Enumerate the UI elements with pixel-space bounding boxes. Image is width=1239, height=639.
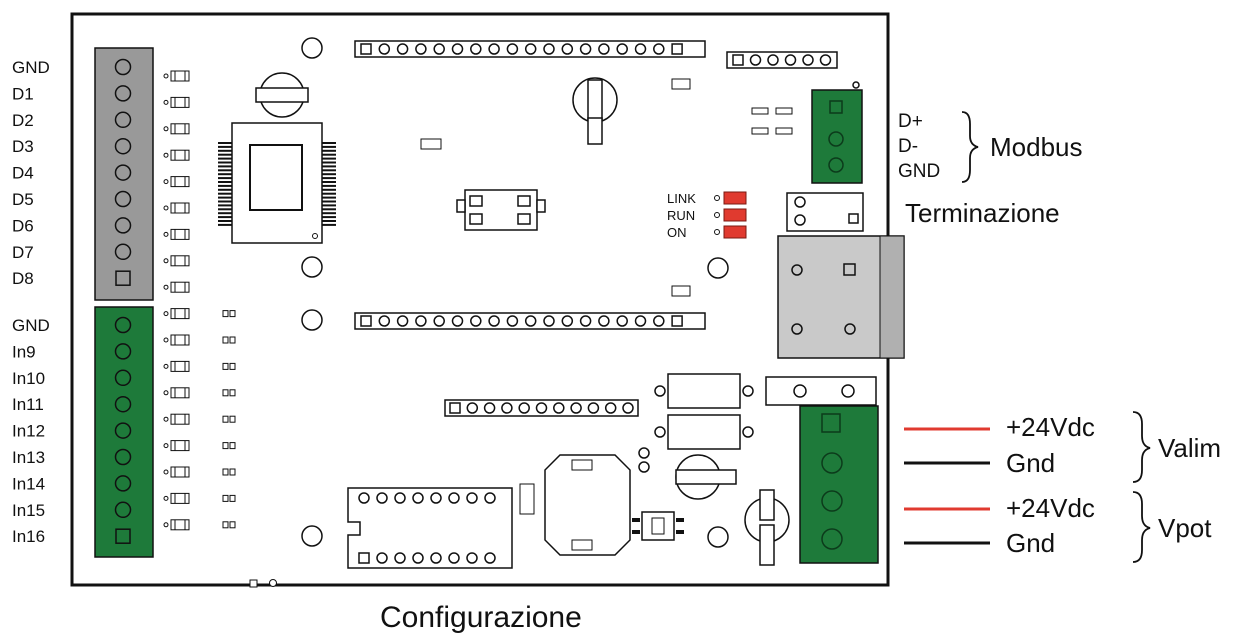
header-top-small — [726, 51, 838, 69]
capacitor-2 — [572, 77, 618, 145]
power-wire-label-0: +24Vdc — [1006, 412, 1095, 442]
dout-terminal-7 — [114, 243, 132, 261]
termination-label: Terminazione — [905, 198, 1060, 228]
dout-pin-label-1: D1 — [12, 84, 34, 103]
din-terminal-8 — [115, 528, 131, 544]
din-pin-label-0: GND — [12, 316, 50, 335]
small-ic — [632, 511, 684, 541]
led-pad-2 — [714, 229, 720, 235]
dout-pin-label-4: D4 — [12, 164, 34, 183]
dout-terminal-2 — [114, 111, 132, 129]
dout-terminal-8 — [115, 270, 131, 286]
misc-smd — [249, 78, 793, 588]
header-top — [354, 40, 706, 58]
led-label-1: RUN — [667, 208, 695, 223]
din-pin-label-1: In9 — [12, 342, 36, 361]
din-pin-label-5: In13 — [12, 448, 45, 467]
din-pin-label-6: In14 — [12, 474, 45, 493]
led-label-2: ON — [667, 225, 687, 240]
din-terminal-3 — [114, 395, 132, 413]
dout-terminal-0 — [114, 58, 132, 76]
dout-pin-label-7: D7 — [12, 243, 34, 262]
modbus-pin-label-1: D- — [898, 136, 918, 157]
modbus-connector — [811, 89, 863, 184]
din-pin-label-4: In12 — [12, 422, 45, 441]
dout-pin-label-0: GND — [12, 58, 50, 77]
dout-pin-label-6: D6 — [12, 216, 34, 235]
power-wire-label-3: Gnd — [1006, 528, 1055, 558]
dout-terminal-4 — [114, 164, 132, 181]
din-pin-label-7: In15 — [12, 501, 45, 520]
dout-pin-label-8: D8 — [12, 269, 34, 288]
dout-terminal-3 — [114, 137, 132, 155]
led-label-0: LINK — [667, 191, 696, 206]
led-0 — [723, 191, 747, 205]
valim-brace — [1132, 411, 1151, 483]
vpot-label: Vpot — [1158, 513, 1212, 543]
digital-input-connector — [94, 306, 154, 558]
din-terminal-1 — [114, 343, 132, 360]
led-1 — [723, 208, 747, 222]
main-chip — [218, 122, 336, 244]
led-pad-0 — [714, 195, 720, 201]
dout-pin-label-3: D3 — [12, 137, 34, 156]
dout-terminal-6 — [114, 217, 132, 234]
din-terminal-5 — [114, 448, 132, 466]
modbus-pin-label-2: GND — [898, 161, 940, 182]
valim-label: Valim — [1158, 433, 1221, 463]
power-wire-label-2: +24Vdc — [1006, 493, 1095, 523]
power-wire-label-1: Gnd — [1006, 448, 1055, 478]
middle-component — [456, 189, 546, 231]
led-2 — [723, 225, 747, 239]
din-pin-label-3: In11 — [12, 395, 44, 414]
din-pin-label-2: In10 — [12, 369, 45, 388]
dout-terminal-1 — [114, 85, 132, 102]
status-leds: LINK RUN ON — [667, 191, 747, 240]
vpot-brace — [1132, 491, 1151, 563]
led-pad-1 — [714, 212, 720, 218]
din-terminal-6 — [114, 475, 132, 492]
modbus-pin-label-0: D+ — [898, 111, 923, 132]
din-terminal-4 — [114, 422, 132, 439]
dip-socket — [347, 487, 513, 569]
modbus-label: Modbus — [990, 132, 1083, 162]
caption: Configurazione — [380, 601, 582, 634]
header-lower — [444, 399, 639, 417]
dout-pin-label-2: D2 — [12, 111, 34, 130]
relay-components — [654, 373, 877, 566]
mounting-holes — [301, 37, 860, 548]
power-connector — [799, 405, 879, 564]
capacitor-1 — [255, 72, 309, 118]
header-middle — [354, 312, 706, 330]
modbus-brace — [961, 111, 979, 183]
termination-jumper — [786, 192, 864, 232]
smd-components — [163, 70, 236, 531]
battery-holder — [544, 454, 631, 556]
din-pin-label-8: In16 — [12, 527, 45, 546]
dout-terminal-5 — [114, 190, 132, 208]
din-terminal-2 — [114, 369, 132, 387]
ethernet-connector — [777, 235, 905, 359]
din-terminal-0 — [114, 316, 132, 334]
digital-output-connector — [94, 47, 154, 301]
dout-pin-label-5: D5 — [12, 190, 34, 209]
din-terminal-7 — [114, 501, 132, 519]
